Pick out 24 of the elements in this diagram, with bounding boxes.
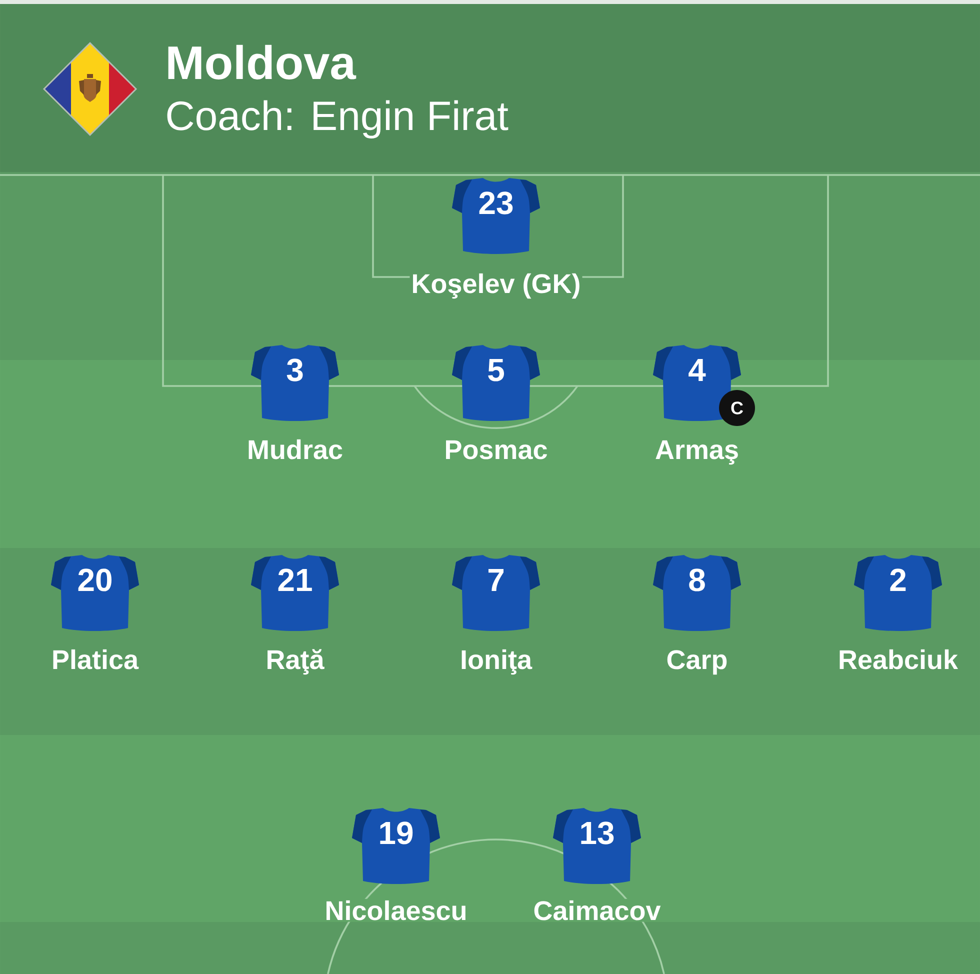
player-name: Carp bbox=[664, 648, 730, 676]
player-name: Platica bbox=[50, 648, 140, 671]
jersey: 23 bbox=[452, 178, 540, 254]
player-name: Caimacov bbox=[532, 898, 662, 922]
player-name: Posmac bbox=[442, 438, 550, 461]
jersey: 21 bbox=[251, 555, 339, 631]
jersey: 13 bbox=[553, 808, 641, 884]
player-name: Koşelev (GK) bbox=[410, 272, 582, 300]
jersey: 19 bbox=[352, 808, 440, 884]
coach-name: Coach: Engin Firat bbox=[167, 100, 508, 138]
jersey: 7 bbox=[452, 555, 540, 631]
jersey: 3 bbox=[251, 345, 339, 421]
player-name: Raţă bbox=[264, 648, 326, 676]
team-name: Moldova bbox=[168, 44, 356, 80]
jersey: 2 bbox=[854, 555, 942, 631]
jersey: 8 bbox=[653, 555, 741, 631]
jersey: 20 bbox=[51, 555, 139, 631]
player-name: Mudrac bbox=[246, 438, 345, 461]
jersey: 5 bbox=[452, 345, 540, 421]
player-name: Ioniţa bbox=[458, 648, 534, 676]
player-name: Armaş bbox=[653, 438, 741, 466]
player-name: Reabciuk bbox=[836, 648, 960, 671]
captain-badge: C bbox=[719, 390, 755, 426]
player-name: Nicolaescu bbox=[323, 898, 469, 922]
